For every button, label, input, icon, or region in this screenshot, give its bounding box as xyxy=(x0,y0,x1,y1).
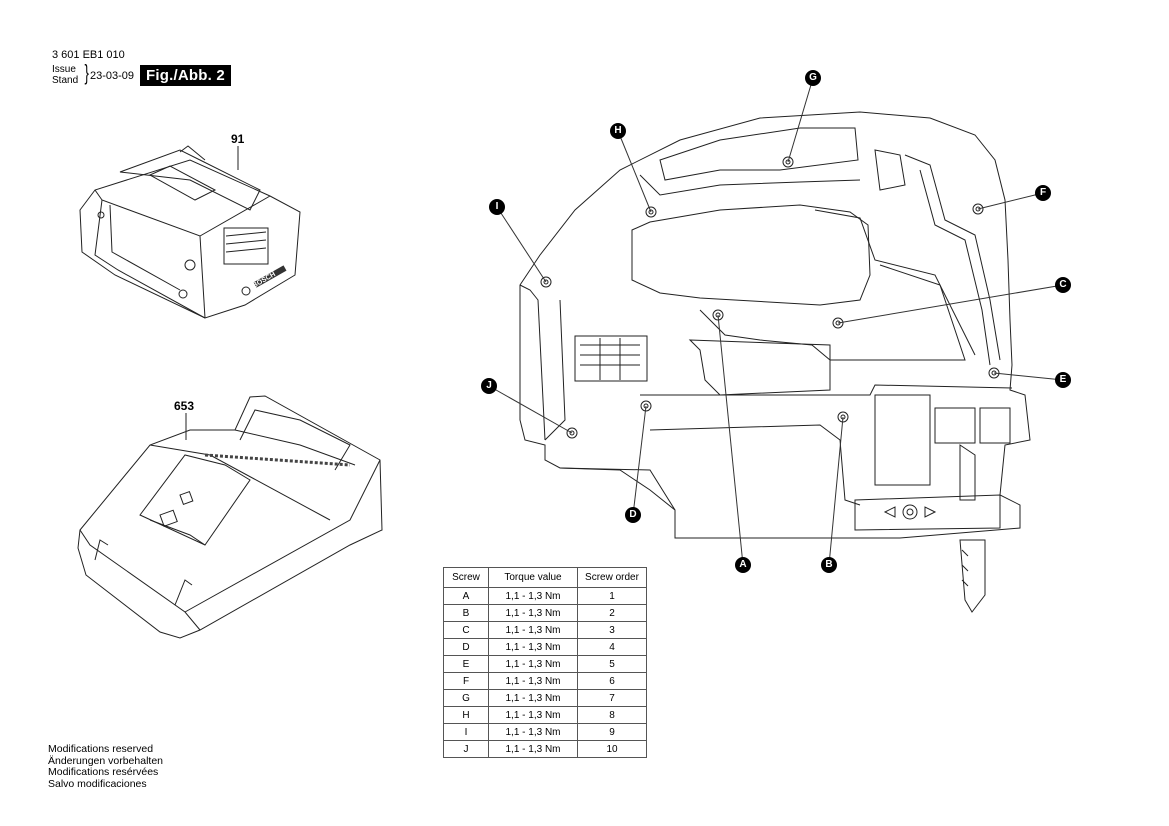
cell-torque: 1,1 - 1,3 Nm xyxy=(488,672,578,690)
cell-screw: F xyxy=(443,672,489,690)
cell-order: 4 xyxy=(577,638,647,656)
document-code: 3 601 EB1 010 xyxy=(52,49,125,61)
cell-order: 5 xyxy=(577,655,647,673)
cell-order: 3 xyxy=(577,621,647,639)
cell-screw: G xyxy=(443,689,489,707)
cell-order: 7 xyxy=(577,689,647,707)
callout-j: J xyxy=(481,378,497,394)
cell-torque: 1,1 - 1,3 Nm xyxy=(488,655,578,673)
cell-screw: J xyxy=(443,740,489,758)
cell-torque: 1,1 - 1,3 Nm xyxy=(488,638,578,656)
cell-torque: 1,1 - 1,3 Nm xyxy=(488,740,578,758)
callout-e: E xyxy=(1055,372,1071,388)
notice-line-en: Modifications reserved xyxy=(48,743,154,755)
stand-label: Stand xyxy=(52,75,79,86)
callout-b: B xyxy=(821,557,837,573)
callout-h: H xyxy=(610,123,626,139)
column-header-order: Screw order xyxy=(577,567,647,588)
column-header-screw: Screw xyxy=(443,567,489,588)
callout-a: A xyxy=(735,557,751,573)
callout-g: G xyxy=(805,70,821,86)
column-header-torque: Torque value xyxy=(488,567,578,588)
table-header-row: Screw Torque value Screw order xyxy=(443,567,647,588)
modifications-notice: Modifications reserved Änderungen vorbeh… xyxy=(48,743,164,790)
battery-brand-text: BOSCH xyxy=(252,271,277,290)
brace-symbol: } xyxy=(84,60,89,85)
charger-drawing xyxy=(77,395,383,639)
issue-label: Issue xyxy=(52,64,76,75)
cell-torque: 1,1 - 1,3 Nm xyxy=(488,706,578,724)
part-number-653: 653 xyxy=(174,399,195,413)
callout-f: F xyxy=(1035,185,1051,201)
cell-screw: D xyxy=(443,638,489,656)
figure-label: Fig./Abb. 2 xyxy=(140,65,231,86)
cell-torque: 1,1 - 1,3 Nm xyxy=(488,621,578,639)
notice-line-fr: Modifications resérvées xyxy=(48,766,159,778)
cell-screw: C xyxy=(443,621,489,639)
jigsaw-drawing xyxy=(519,111,1031,613)
cell-order: 9 xyxy=(577,723,647,741)
leader-lines xyxy=(488,77,1064,566)
callout-i: I xyxy=(489,199,505,215)
cell-screw: E xyxy=(443,655,489,673)
issue-labels: Issue Stand xyxy=(52,64,78,86)
notice-line-de: Änderungen vorbehalten xyxy=(48,754,164,767)
cell-screw: I xyxy=(443,723,489,741)
cell-screw: B xyxy=(443,604,489,622)
cell-screw: A xyxy=(443,587,489,605)
issue-date: 23-03-09 xyxy=(90,70,135,82)
cell-order: 6 xyxy=(577,672,647,690)
part-number-91: 91 xyxy=(231,132,245,146)
screw-markers xyxy=(540,156,1000,439)
callout-c: C xyxy=(1055,277,1071,293)
cell-torque: 1,1 - 1,3 Nm xyxy=(488,587,578,605)
cell-order: 1 xyxy=(577,587,647,605)
cell-screw: H xyxy=(443,706,489,724)
cell-torque: 1,1 - 1,3 Nm xyxy=(488,723,578,741)
battery-pack-drawing xyxy=(79,145,301,319)
notice-line-es: Salvo modificaciones xyxy=(48,777,147,790)
callout-d: D xyxy=(625,507,641,523)
cell-torque: 1,1 - 1,3 Nm xyxy=(488,689,578,707)
cell-order: 10 xyxy=(577,740,647,758)
cell-order: 8 xyxy=(577,706,647,724)
cell-order: 2 xyxy=(577,604,647,622)
cell-torque: 1,1 - 1,3 Nm xyxy=(488,604,578,622)
